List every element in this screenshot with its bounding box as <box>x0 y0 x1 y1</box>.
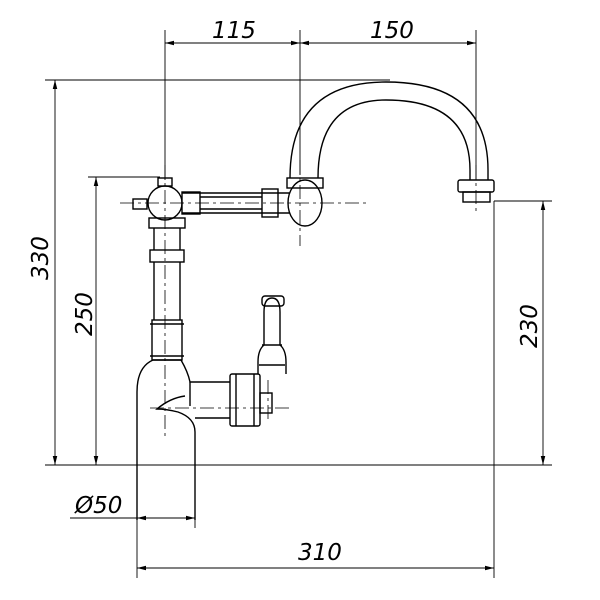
faucet-outline <box>132 81 495 520</box>
dimension-base-diameter: Ø50 <box>70 493 195 521</box>
faucet-body <box>136 217 230 465</box>
dim-label-230: 230 <box>517 304 543 348</box>
dimension-handle-offset: 115 <box>165 18 300 46</box>
dim-label-diameter: Ø50 <box>74 493 122 519</box>
spout <box>289 81 495 203</box>
dimension-handle-height: 250 <box>72 177 99 465</box>
base-pipe <box>136 465 196 520</box>
top-connector <box>132 177 324 227</box>
dim-label-115: 115 <box>212 18 256 44</box>
dimension-spout-reach: 150 <box>300 18 476 46</box>
dimension-total-depth: 310 <box>137 540 494 571</box>
dim-label-250: 250 <box>72 292 98 336</box>
dim-label-330: 330 <box>28 236 54 280</box>
center-lines <box>120 160 477 440</box>
dim-label-150: 150 <box>370 18 414 44</box>
dim-label-310: 310 <box>298 540 342 566</box>
extension-lines <box>45 30 552 578</box>
dimension-spout-outlet-height: 230 <box>517 201 546 465</box>
dimension-total-height: 330 <box>28 80 58 465</box>
lever-handle <box>229 295 287 427</box>
